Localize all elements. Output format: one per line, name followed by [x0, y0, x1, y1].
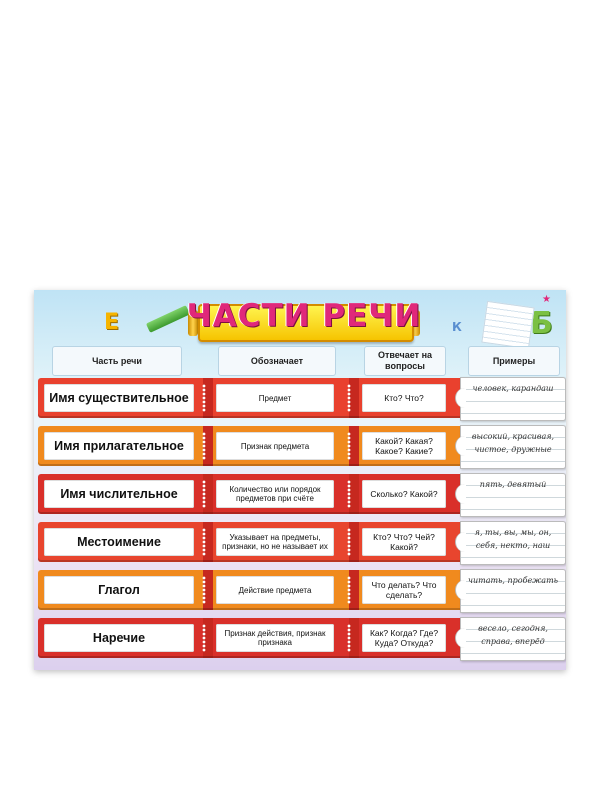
part-of-speech-name: Местоимение	[44, 528, 194, 556]
examples-pull-tab[interactable]: пять, девятый	[455, 473, 566, 517]
table-row: Глагол Действие предмета Что делать? Что с…	[38, 570, 524, 610]
row-perforation	[346, 432, 352, 460]
tab-notch	[455, 484, 466, 504]
part-of-speech-questions: Что делать? Что сделать?	[362, 576, 446, 604]
part-of-speech-questions: Сколько? Какой?	[362, 480, 446, 508]
row-perforation	[346, 576, 352, 604]
tab-notch	[455, 436, 466, 456]
table-row: Имя числительное Количество или порядок п…	[38, 474, 524, 514]
examples-text: я, ты, вы, мы, он, себя, некто, наш	[474, 528, 552, 550]
header-questions: Отвечает на вопросы	[364, 346, 446, 376]
examples-pull-tab[interactable]: весело, сегодня, справа, вперёд	[455, 617, 566, 661]
examples-pull-tab[interactable]: человек, карандаш	[455, 377, 566, 421]
row-perforation	[346, 528, 352, 556]
table-row: Местоимение Указывает на предметы, призна…	[38, 522, 524, 562]
tab-notch	[455, 388, 466, 408]
row-perforation	[201, 480, 207, 508]
examples-pull-tab[interactable]: высокий, красивая, чистое, дружные	[455, 425, 566, 469]
page-title: ЧАСТИ РЕЧИ	[186, 298, 422, 334]
row-perforation	[201, 576, 207, 604]
part-of-speech-meaning: Указывает на предметы, признаки, но не н…	[216, 528, 334, 556]
examples-text: человек, карандаш	[472, 384, 554, 393]
examples-text: читать, пробежать	[467, 576, 559, 585]
part-of-speech-questions: Кто? Что? Чей? Какой?	[362, 528, 446, 556]
header-part-of-speech: Часть речи	[52, 346, 182, 376]
examples-pull-tab[interactable]: читать, пробежать	[455, 569, 566, 613]
banner-rod-left	[188, 310, 198, 336]
part-of-speech-meaning: Действие предмета	[216, 576, 334, 604]
examples-text: высокий, красивая, чистое, дружные	[471, 432, 555, 454]
part-of-speech-name: Имя существительное	[44, 384, 194, 412]
row-perforation	[346, 480, 352, 508]
part-of-speech-name: Имя числительное	[44, 480, 194, 508]
part-of-speech-name: Наречие	[44, 624, 194, 652]
tab-notch	[455, 580, 466, 600]
part-of-speech-name: Глагол	[44, 576, 194, 604]
deco-letter-e: Е	[104, 310, 120, 335]
row-perforation	[346, 384, 352, 412]
row-perforation	[201, 624, 207, 652]
table-row: Имя прилагательное Признак предмета Какой?…	[38, 426, 524, 466]
examples-text: пять, девятый	[479, 480, 547, 489]
title-banner: ЧАСТИ РЕЧИ	[184, 296, 424, 342]
row-perforation	[201, 528, 207, 556]
table-row: Наречие Признак действия, признак признак…	[38, 618, 524, 658]
examples-text: весело, сегодня, справа, вперёд	[478, 624, 548, 646]
part-of-speech-name: Имя прилагательное	[44, 432, 194, 460]
row-perforation	[346, 624, 352, 652]
notebook-decoration	[481, 300, 535, 350]
title-plaque	[198, 304, 414, 342]
header-meaning: Обозначает	[218, 346, 336, 376]
part-of-speech-questions: Кто? Что?	[362, 384, 446, 412]
part-of-speech-meaning: Предмет	[216, 384, 334, 412]
row-perforation	[201, 432, 207, 460]
row-perforation	[201, 384, 207, 412]
star-icon: ★	[542, 294, 551, 305]
header-examples: Примеры	[468, 346, 560, 376]
banner-rod-right	[410, 310, 420, 336]
deco-letter-k: К	[452, 320, 462, 334]
tab-notch	[455, 628, 466, 648]
examples-pull-tab[interactable]: я, ты, вы, мы, он, себя, некто, наш	[455, 521, 566, 565]
part-of-speech-meaning: Признак действия, признак признака	[216, 624, 334, 652]
parts-of-speech-poster: Е К Б ★ ЧАСТИ РЕЧИ Часть речи Обозначает…	[34, 290, 566, 670]
part-of-speech-meaning: Количество или порядок предметов при счё…	[216, 480, 334, 508]
deco-letter-b: Б	[530, 306, 553, 341]
part-of-speech-questions: Какой? Какая? Какое? Какие?	[362, 432, 446, 460]
part-of-speech-meaning: Признак предмета	[216, 432, 334, 460]
table-row: Имя существительное Предмет Кто? Что?	[38, 378, 524, 418]
tab-notch	[455, 532, 466, 552]
part-of-speech-questions: Как? Когда? Где? Куда? Откуда?	[362, 624, 446, 652]
